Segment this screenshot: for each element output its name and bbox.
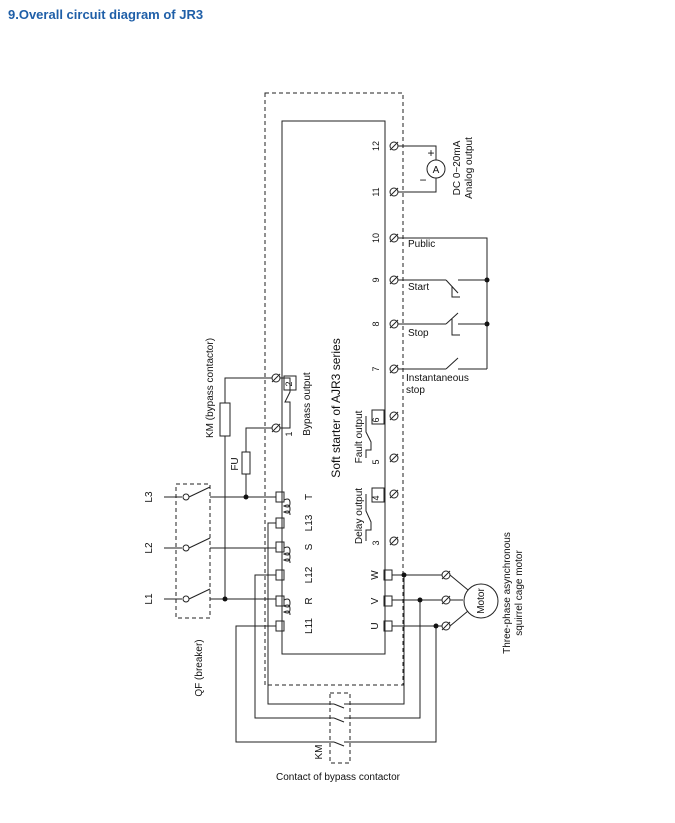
fuse [241, 451, 251, 475]
svg-text:squirrel cage motor: squirrel cage motor [514, 550, 525, 636]
control-buttons: Public Start Stop Instantaneous stop [398, 237, 490, 396]
svg-text:A: A [433, 165, 440, 176]
svg-text:−: − [419, 173, 426, 187]
svg-text:4: 4 [371, 495, 381, 500]
svg-text:FU: FU [230, 457, 241, 470]
svg-text:2: 2 [284, 381, 294, 386]
analog-output: A + − DC 0~20mA Analog output [398, 137, 475, 199]
svg-text:U: U [370, 622, 381, 629]
terminal-3: 3 [371, 536, 399, 546]
svg-text:S: S [304, 543, 315, 550]
terminal-4: 4 [371, 489, 399, 501]
bypass-contactor-contacts: KM Contact of bypass contactor [235, 522, 437, 783]
motor: Motor Three-phase asynchronous squirrel … [463, 532, 525, 654]
motor-symbol [463, 583, 499, 619]
svg-text:Fault output: Fault output [354, 410, 365, 463]
svg-text:Instantaneous: Instantaneous [406, 373, 469, 384]
svg-text:Three-phase asynchronous: Three-phase asynchronous [502, 532, 513, 654]
svg-text:stop: stop [406, 385, 425, 396]
svg-text:V: V [370, 597, 381, 604]
svg-text:6: 6 [371, 417, 381, 422]
svg-text:Analog output: Analog output [464, 137, 475, 199]
svg-text:10: 10 [371, 233, 381, 243]
svg-text:L1: L1 [144, 593, 155, 605]
svg-text:W: W [370, 570, 381, 580]
svg-text:QF (breaker): QF (breaker) [194, 639, 205, 696]
svg-text:R: R [304, 597, 315, 604]
svg-text:8: 8 [371, 321, 381, 326]
svg-text:+: + [427, 146, 434, 160]
svg-text:Contact of bypass contactor: Contact of bypass contactor [276, 772, 401, 783]
breaker-dashed-box [175, 483, 211, 619]
output-terminals: W V U [370, 569, 469, 632]
svg-text:9: 9 [371, 277, 381, 282]
enclosure-dashed [264, 92, 404, 686]
input-terminals: T L13 S L12 R L11 [275, 491, 315, 634]
svg-text:L3: L3 [144, 491, 155, 503]
delay-output-relay: Delay output [354, 488, 372, 544]
svg-text:L13: L13 [304, 514, 315, 531]
soft-starter-body [281, 120, 386, 655]
svg-text:1: 1 [284, 431, 294, 436]
svg-text:Bypass output: Bypass output [302, 372, 313, 436]
svg-text:12: 12 [371, 141, 381, 151]
svg-text:KM (bypass contactor): KM (bypass contactor) [205, 338, 216, 438]
svg-text:11: 11 [371, 187, 381, 196]
bypass-output: 2 1 Bypass output [271, 372, 313, 437]
terminal-5: 5 [371, 453, 399, 465]
svg-text:Motor: Motor [476, 588, 487, 614]
soft-starter-label: Soft starter of AJR3 series [329, 338, 343, 477]
svg-text:5: 5 [371, 459, 381, 464]
svg-text:KM: KM [314, 745, 325, 760]
svg-text:Public: Public [408, 239, 435, 250]
km-contact-dashed-box [329, 692, 351, 764]
svg-text:Start: Start [408, 282, 429, 293]
ammeter [426, 159, 446, 179]
svg-text:7: 7 [371, 366, 381, 371]
terminal-6: 6 [371, 411, 399, 423]
page-title: 9.Overall circuit diagram of JR3 [8, 7, 204, 22]
terminal-1: 1 [271, 423, 294, 437]
svg-text:DC 0~20mA: DC 0~20mA [452, 140, 463, 195]
svg-text:L12: L12 [304, 566, 315, 583]
km-bypass-coil: KM (bypass contactor) FU [205, 338, 272, 599]
svg-text:3: 3 [371, 540, 381, 545]
svg-text:L2: L2 [144, 542, 155, 554]
breaker-qf: L3 L2 L1 QF (breaker) [144, 483, 276, 697]
km-coil [219, 402, 231, 437]
svg-text:L11: L11 [304, 618, 315, 634]
svg-text:T: T [304, 494, 315, 500]
fault-output-relay: Fault output [354, 410, 372, 463]
svg-text:Delay output: Delay output [354, 488, 365, 544]
svg-text:Stop: Stop [408, 328, 429, 339]
